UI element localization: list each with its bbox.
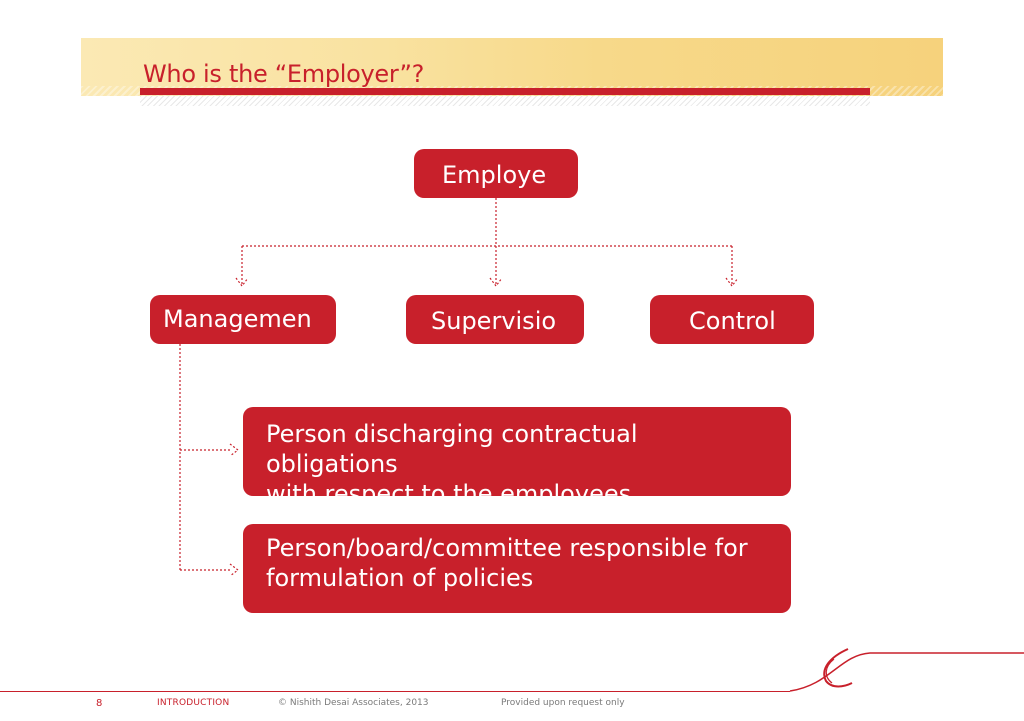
detail-1-line-1: Person discharging contractual [266, 420, 638, 448]
detail-1-line-2: obligations [266, 450, 398, 478]
employer-node: Employe [414, 149, 578, 198]
page-number: 8 [96, 698, 103, 709]
footer-section: INTRODUCTION [157, 698, 230, 708]
arrowhead-right [725, 277, 739, 287]
arrowhead-left [235, 277, 249, 287]
supervision-node: Supervisio [406, 295, 584, 344]
employer-node-label: Employe [442, 161, 547, 189]
policy-formulation-box: Person/board/committee responsible for f… [243, 524, 791, 613]
arrowhead-detail-1 [229, 443, 239, 457]
footer-note: Provided upon request only [501, 698, 625, 708]
contractual-obligations-box: Person discharging contractual obligatio… [243, 407, 791, 496]
supervision-node-label: Supervisio [431, 307, 557, 335]
title-underline [140, 88, 870, 95]
control-node: Control [650, 295, 814, 344]
detail-2-line-1: Person/board/committee responsible for [266, 534, 748, 562]
arrowhead-detail-2 [229, 563, 239, 577]
footer-copyright: © Nishith Desai Associates, 2013 [278, 698, 429, 708]
footer-rule [0, 691, 790, 692]
brand-swoosh-icon [789, 648, 1024, 692]
control-node-label: Control [689, 307, 776, 335]
management-node-label: Managemen [163, 305, 312, 333]
title-underline-shadow [140, 96, 870, 106]
slide-title: Who is the “Employer”? [143, 60, 425, 88]
arrowhead-center [489, 277, 503, 287]
management-node: Managemen [150, 295, 336, 344]
detail-2-line-2: formulation of policies [266, 564, 534, 592]
detail-1-line-3: with respect to the employees [266, 480, 632, 496]
